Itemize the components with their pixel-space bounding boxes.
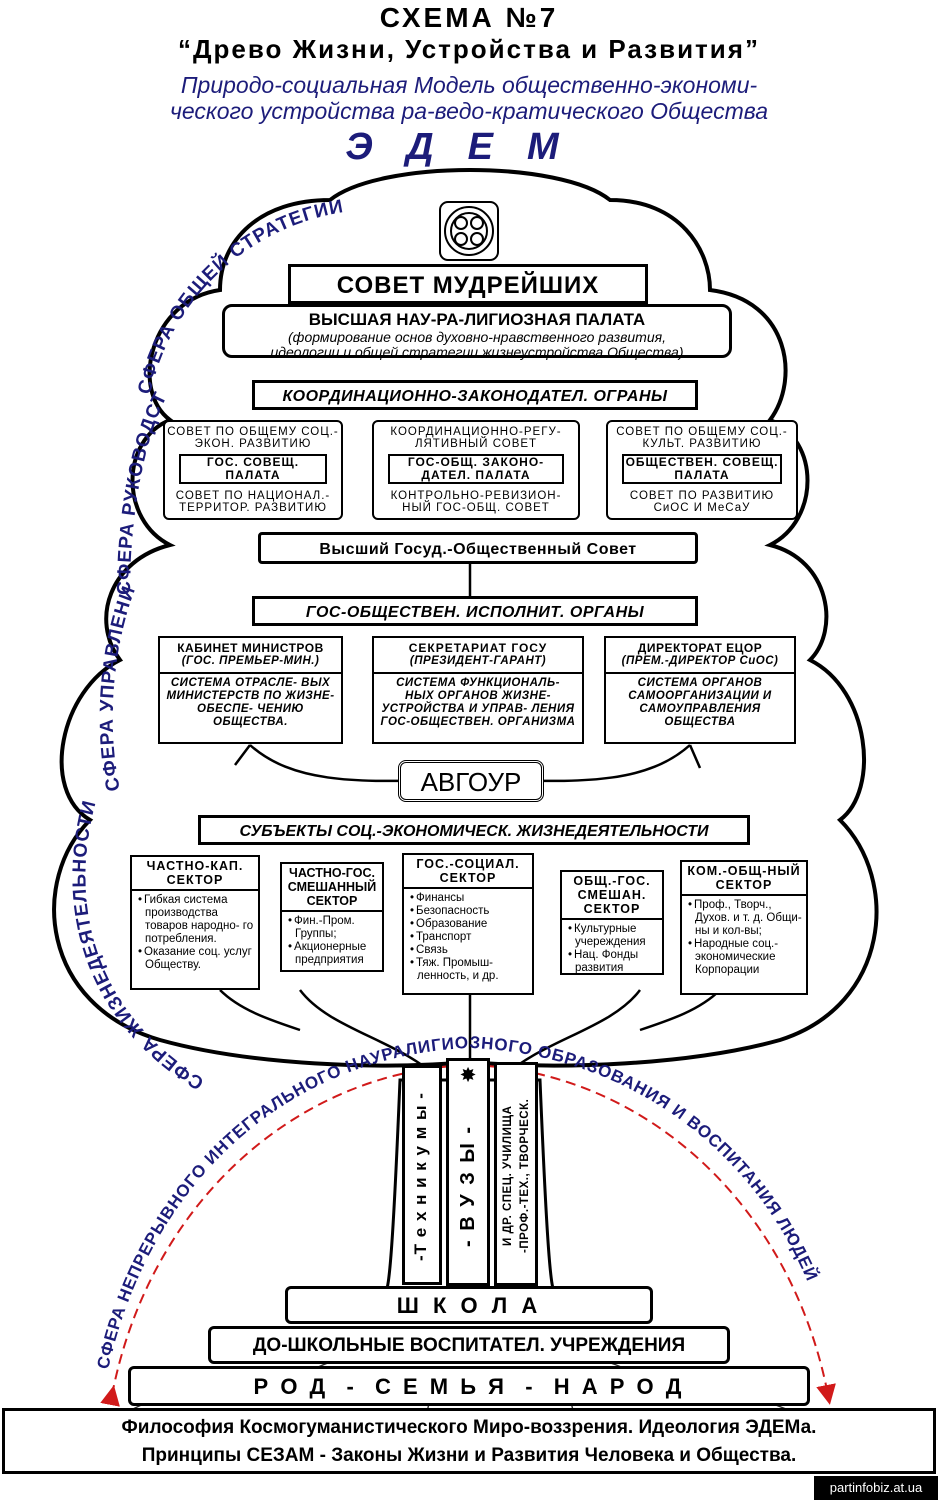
exec-right-box: ДИРЕКТОРАТ ЕЦОР (ПРЕМ.-ДИРЕКТОР СиОС) СИ… xyxy=(604,636,796,744)
chamber-title: ВЫСШАЯ НАУ-РА-ЛИГИОЗНАЯ ПАЛАТА xyxy=(308,310,646,329)
sector-item: Народные соц.- экономические Корпорации xyxy=(688,938,803,977)
sector-item: Проф., Творч., Духов. и т. д. Общи-ны и … xyxy=(688,899,803,938)
coord-right-bottom: СОВЕТ ПО РАЗВИТИЮ СиОС И МеСаУ xyxy=(629,490,775,514)
coord-left-inner: ГОС. СОВЕЩ. ПАЛАТА xyxy=(179,454,327,484)
sector-item: Тяж. Промыш- ленность, и др. xyxy=(410,957,529,983)
trunk-vuz-book: ✸ - В У З Ы - xyxy=(446,1058,490,1286)
exec-right-top-1: ДИРЕКТОРАТ ЕЦОР xyxy=(637,641,763,655)
sector-public-state-mixed: ОБЩ.-ГОС. СМЕШАН. СЕКТОР Культурные учер… xyxy=(560,870,664,975)
coord-center-box: КООРДИНАЦИОННО-РЕГУ- ЛЯТИВНЫЙ СОВЕТ ГОС-… xyxy=(372,420,580,520)
sector-item: Связь xyxy=(410,944,529,957)
sector-state-social: ГОС.-СОЦИАЛ. СЕКТОР Финансы Безопасность… xyxy=(402,853,534,995)
coord-right-inner: ОБЩЕСТВЕН. СОВЕЩ. ПАЛАТА xyxy=(622,454,782,484)
philosophy-foundation: Философия Космогуманистического Миро-воз… xyxy=(2,1408,936,1474)
watermark: partinfobiz.at.ua xyxy=(814,1476,938,1500)
chamber-desc-2: идеологии и общей стратегии жизнеустройс… xyxy=(270,344,684,360)
coord-left-bottom: СОВЕТ ПО НАЦИОНАЛ.- ТЕРРИТОР. РАЗВИТИЮ xyxy=(175,490,331,514)
coordination-legislative-title: КООРДИНАЦИОННО-ЗАКОНОДАТЕЛ. ОГРАНЫ xyxy=(252,380,698,410)
subjects-title: СУБЪЕКТЫ СОЦ.-ЭКОНОМИЧЕСК. ЖИЗНЕДЕЯТЕЛЬН… xyxy=(198,815,750,845)
subtitle-line-2: ческого устройства ра-ведо-кратического … xyxy=(169,98,769,124)
coord-left-top: СОВЕТ ПО ОБЩЕМУ СОЦ.-ЭКОН. РАЗВИТИЮ xyxy=(167,426,339,450)
sector-item: Оказание соц. услуг Обществу. xyxy=(138,946,255,972)
sector-item: Гибкая система производства товаров наро… xyxy=(138,894,255,946)
exec-left-top-1: КАБИНЕТ МИНИСТРОВ xyxy=(177,641,324,655)
coord-center-top: КООРДИНАЦИОННО-РЕГУ- ЛЯТИВНЫЙ СОВЕТ xyxy=(390,426,562,450)
chamber-desc-1: (формирование основ духовно-нравственног… xyxy=(287,329,666,345)
trunk-vuz-label: - В У З Ы - xyxy=(457,1124,479,1248)
education-arc-arrow xyxy=(100,1063,836,1407)
preschool-institutions: ДО-ШКОЛЬНЫЕ ВОСПИТАТЕЛ. УЧРЕЖДЕНИЯ xyxy=(208,1326,730,1364)
exec-right-body: СИСТЕМА ОРГАНОВ САМООРГАНИЗАЦИИ И САМОУП… xyxy=(606,672,794,729)
scheme-title: “Древо Жизни, Устройства и Развития” xyxy=(178,34,760,64)
avgour: АВГОУР xyxy=(398,760,544,802)
exec-center-top-2: (ПРЕЗИДЕНТ-ГАРАНТ) xyxy=(409,655,547,667)
supreme-council: Высший Госуд.-Общественный Совет xyxy=(258,532,698,564)
coord-right-top: СОВЕТ ПО ОБЩЕМУ СОЦ.-КУЛЬТ. РАЗВИТИЮ xyxy=(616,426,788,450)
sector-title: ЧАСТНО-КАП. СЕКТОР xyxy=(132,857,258,891)
executive-title: ГОС-ОБЩЕСТВЕН. ИСПОЛНИТ. ОРГАНЫ xyxy=(252,596,698,626)
trunk-technikums-label: -Т е х н и к у м ы - xyxy=(411,1092,430,1262)
council-of-wisest: СОВЕТ МУДРЕЙШИХ xyxy=(288,264,648,304)
sector-title: ОБЩ.-ГОС. СМЕШАН. СЕКТОР xyxy=(562,872,662,920)
family-people: Р О Д - С Е М Ь Я - Н А Р О Д xyxy=(128,1366,810,1406)
sector-item: Финансы xyxy=(410,892,529,905)
exec-center-body: СИСТЕМА ФУНКЦИОНАЛЬ- НЫХ ОРГАНОВ ЖИЗНЕ- … xyxy=(374,672,582,729)
nau-ra-ligious-chamber: ВЫСШАЯ НАУ-РА-ЛИГИОЗНАЯ ПАЛАТА (формиров… xyxy=(222,304,732,360)
school: Ш К О Л А xyxy=(285,1286,653,1324)
sector-title: ГОС.-СОЦИАЛ. СЕКТОР xyxy=(404,855,532,889)
sector-private-capital: ЧАСТНО-КАП. СЕКТОР Гибкая система произв… xyxy=(130,855,260,990)
foundation-line-1: Философия Космогуманистического Миро-воз… xyxy=(121,1417,817,1438)
sector-title: ЧАСТНО-ГОС. СМЕШАННЫЙ СЕКТОР xyxy=(282,864,382,912)
sector-item: Транспорт xyxy=(410,931,529,944)
trunk-prof-book: -ПРОФ.-ТЕХ., ТВОРЧЕСК. И ДР. СПЕЦ. УЧИЛИ… xyxy=(494,1062,538,1286)
sector-item: Фин.-Пром. Группы; xyxy=(288,915,379,941)
sector-private-state-mixed: ЧАСТНО-ГОС. СМЕШАННЫЙ СЕКТОР Фин.-Пром. … xyxy=(280,862,384,972)
exec-left-body: СИСТЕМА ОТРАСЛЕ- ВЫХ МИНИСТЕРСТВ ПО ЖИЗН… xyxy=(160,672,341,729)
sector-title: КОМ.-ОБЩ-НЫЙ СЕКТОР xyxy=(682,862,806,896)
coord-left-box: СОВЕТ ПО ОБЩЕМУ СОЦ.-ЭКОН. РАЗВИТИЮ ГОС.… xyxy=(163,420,343,520)
sector-item: Образование xyxy=(410,918,529,931)
foundation-line-2: Принципы СЕЗАМ - Законы Жизни и Развития… xyxy=(141,1445,797,1466)
coord-right-box: СОВЕТ ПО ОБЩЕМУ СОЦ.-КУЛЬТ. РАЗВИТИЮ ОБЩ… xyxy=(606,420,798,520)
exec-left-box: КАБИНЕТ МИНИСТРОВ (ГОС. ПРЕМЬЕР-МИН.) СИ… xyxy=(158,636,343,744)
exec-left-top-2: (ГОС. ПРЕМЬЕР-МИН.) xyxy=(181,655,320,667)
subtitle-line-1: Природо-социальная Модель общественно-эк… xyxy=(180,72,758,98)
eden-heading: ЭДЕМ xyxy=(345,126,593,168)
exec-center-top-1: СЕКРЕТАРИАТ ГОСУ xyxy=(408,641,548,655)
emblem-icon xyxy=(439,201,499,261)
sector-communal-public: КОМ.-ОБЩ-НЫЙ СЕКТОР Проф., Творч., Духов… xyxy=(680,860,808,995)
sector-item: Нац. Фонды развития xyxy=(568,949,659,975)
scheme-number: СХЕМА №7 xyxy=(379,2,559,33)
trunk-technikums-book: -Т е х н и к у м ы - xyxy=(402,1065,442,1285)
coord-center-bottom: КОНТРОЛЬНО-РЕВИЗИОН- НЫЙ ГОС-ОБЩ. СОВЕТ xyxy=(390,490,562,514)
exec-right-top-2: (ПРЕМ.-ДИРЕКТОР СиОС) xyxy=(621,655,779,667)
coord-center-inner: ГОС-ОБЩ. ЗАКОНО- ДАТЕЛ. ПАЛАТА xyxy=(388,454,564,484)
sector-item: Безопасность xyxy=(410,905,529,918)
sector-item: Акционерные предприятия xyxy=(288,941,379,967)
trunk-prof-label-1: -ПРОФ.-ТЕХ., ТВОРЧЕСК. xyxy=(519,1098,531,1254)
exec-center-box: СЕКРЕТАРИАТ ГОСУ (ПРЕЗИДЕНТ-ГАРАНТ) СИСТ… xyxy=(372,636,584,744)
sector-item: Культурные учереждения xyxy=(568,923,659,949)
trunk-prof-label-2: И ДР. СПЕЦ. УЧИЛИЩА xyxy=(502,1105,514,1247)
star-emblem-icon: ✸ xyxy=(460,1065,476,1085)
